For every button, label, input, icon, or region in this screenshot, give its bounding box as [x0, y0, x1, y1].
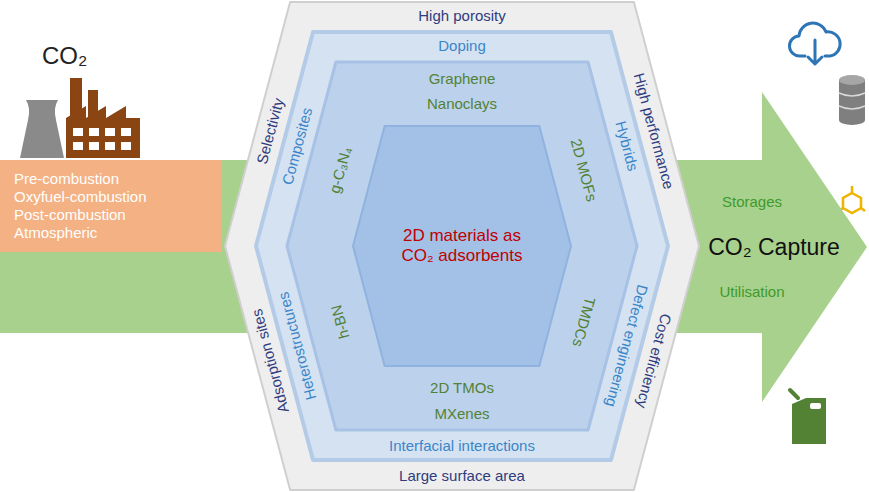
hexagon-label: Large surface area [399, 467, 525, 484]
hexagon-label: Doping [438, 37, 486, 54]
molecule-icon [839, 186, 865, 213]
hexagon-label: MXenes [434, 405, 489, 422]
hexagon-label: Graphene [429, 70, 496, 87]
database-icon [839, 75, 865, 125]
capture-arrow: CO₂ Capture StoragesUtilisation [700, 92, 869, 402]
material-hexagon-outline [287, 62, 637, 430]
cooling-tower-icon [20, 100, 64, 158]
source-item: Pre-combustion [14, 170, 208, 188]
strategy-hexagon: DopingCompositesHybridsHeterostructuresD… [255, 31, 669, 461]
property-hexagon: High porositySelectivityHigh performance… [224, 1, 700, 491]
factory-icon [66, 106, 140, 158]
hexagon-label: Nanoclays [427, 95, 497, 112]
property-hexagon-outline [225, 2, 699, 490]
capture-arrow-outline [700, 92, 867, 402]
fuel-can-icon [790, 390, 826, 444]
center-hexagon-outline [353, 126, 571, 366]
hexagon-label: High porosity [418, 7, 506, 24]
cloud-download-icon [789, 23, 840, 64]
capture-route: Storages [722, 193, 782, 210]
material-hexagon: GrapheneNanoclaysg-C₃N₄2D MOFsh-BNTMDCs2… [286, 61, 638, 431]
capture-title: CO₂ Capture [708, 234, 840, 260]
factory-windows [73, 128, 131, 150]
source-item: Post-combustion [14, 206, 208, 224]
co2-label: CO₂ [42, 42, 87, 70]
center-hexagon: 2D materials as CO₂ adsorbents [352, 125, 572, 367]
center-title: 2D materials as CO₂ adsorbents [387, 226, 537, 265]
capture-route: Utilisation [719, 283, 784, 300]
hexagon-label: 2D TMOs [430, 379, 494, 396]
source-item: Oxyfuel-combustion [14, 188, 208, 206]
strategy-hexagon-outline [256, 32, 668, 460]
hexagon-label: Interfacial interactions [389, 437, 535, 454]
source-item: Atmospheric [14, 224, 208, 242]
source-box: Pre-combustionOxyfuel-combustionPost-com… [0, 160, 222, 252]
